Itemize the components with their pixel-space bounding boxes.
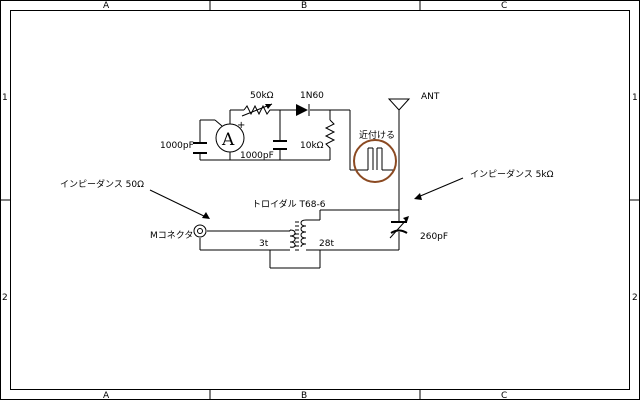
inner-frame bbox=[10, 10, 630, 390]
resistor-50k-label: 50kΩ bbox=[250, 91, 274, 101]
zone-col-b-top: B bbox=[301, 1, 307, 11]
imp-5k-leader bbox=[417, 177, 464, 198]
connector-label: Mコネクタ bbox=[150, 230, 193, 241]
imp-5k-label: インピーダンス 5kΩ bbox=[470, 168, 554, 180]
zone-col-a-bottom: A bbox=[103, 391, 110, 400]
cap-mid-label: 1000pF bbox=[240, 151, 274, 161]
zone-row-2-right: 2 bbox=[632, 293, 638, 303]
resistor-10k bbox=[324, 119, 336, 150]
coupling-ring bbox=[353, 139, 397, 183]
imp-50-leader bbox=[149, 189, 209, 219]
resistor-50k-arrowhead bbox=[265, 104, 272, 109]
turns-28-label: 28t bbox=[319, 239, 334, 249]
ammeter-plus: + bbox=[237, 120, 245, 131]
toroid-label: トロイダル T68-6 bbox=[252, 198, 326, 210]
ammeter-lead bbox=[214, 119, 223, 127]
imp-5k-arrowhead bbox=[414, 193, 422, 200]
zone-col-c-top: C bbox=[501, 1, 507, 11]
detector-wiring bbox=[199, 109, 395, 171]
var-cap-label: 260pF bbox=[420, 232, 448, 242]
imp-50-arrowhead bbox=[202, 212, 210, 219]
imp-50-label: インピーダンス 50Ω bbox=[60, 178, 144, 190]
resistor-10k-label: 10kΩ bbox=[300, 141, 324, 151]
turns-3-label: 3t bbox=[259, 239, 269, 249]
zone-col-a-top: A bbox=[103, 1, 110, 11]
zone-col-c-bottom: C bbox=[501, 391, 507, 400]
diode-label: 1N60 bbox=[300, 91, 324, 101]
near-label: 近付ける bbox=[359, 129, 395, 141]
m-connector-pin bbox=[197, 228, 203, 234]
m-connector bbox=[193, 224, 207, 238]
cap-left-1000pf bbox=[193, 142, 207, 154]
var-cap-arrowhead bbox=[403, 216, 409, 222]
cap-left-label: 1000pF bbox=[160, 141, 194, 151]
tank-wiring bbox=[199, 209, 400, 269]
ammeter bbox=[215, 123, 245, 153]
zone-row-1-left: 1 bbox=[2, 93, 8, 103]
zone-row-2-left: 2 bbox=[2, 293, 8, 303]
diode-1n60 bbox=[296, 104, 308, 116]
variable-capacitor-260pf bbox=[389, 217, 409, 239]
toroid-transformer bbox=[289, 219, 307, 251]
antenna-label: ANT bbox=[421, 92, 440, 102]
cap-mid-1000pf bbox=[273, 140, 287, 150]
zone-row-1-right: 1 bbox=[632, 93, 638, 103]
ammeter-symbol: A bbox=[221, 130, 235, 150]
antenna-symbol bbox=[387, 98, 411, 111]
resistor-50k bbox=[243, 104, 272, 116]
zone-col-b-bottom: B bbox=[301, 391, 307, 400]
